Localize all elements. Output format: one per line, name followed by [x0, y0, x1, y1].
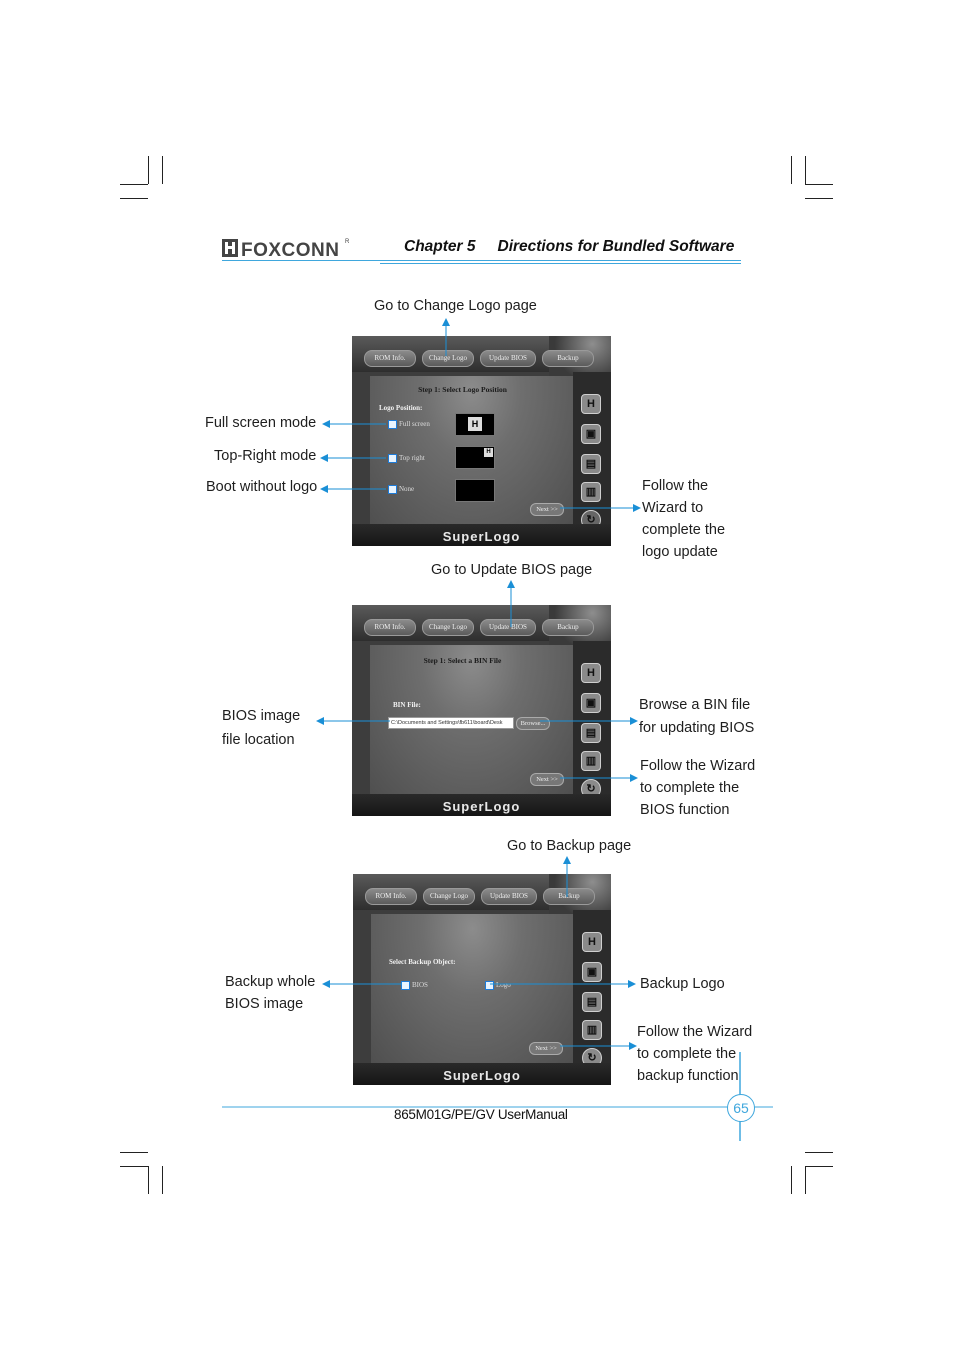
header-rule	[222, 260, 741, 261]
crop-mark	[791, 156, 792, 184]
crop-mark	[805, 1166, 806, 1194]
full-screen-preview: H	[455, 413, 495, 436]
top-right-preview: H	[455, 446, 495, 469]
screenshot-backup: ROM Info. Change Logo Update BIOS Backup…	[353, 874, 611, 1085]
superlogo-brand: SuperLogo	[443, 1068, 521, 1083]
foxconn-mark-icon: H	[468, 417, 482, 431]
crop-mark	[805, 1166, 833, 1167]
full-screen-radio[interactable]	[388, 420, 397, 429]
svg-text:FOXCONN: FOXCONN	[241, 240, 340, 260]
next-button[interactable]: Next >>	[529, 1042, 563, 1055]
callout-backup-logo: Backup Logo	[640, 976, 725, 992]
save-icon[interactable]: ▣	[581, 693, 601, 713]
top-right-option: Top right	[399, 454, 425, 462]
tab-update-bios[interactable]: Update BIOS	[480, 350, 536, 367]
superlogo-brand: SuperLogo	[442, 529, 521, 544]
callout-update-bios: Go to Update BIOS page	[431, 562, 593, 578]
crop-mark	[120, 1166, 148, 1167]
tab-rom-info[interactable]: ROM Info.	[364, 619, 416, 636]
callout-wizard-bios: Follow the Wizard to complete the BIOS f…	[640, 758, 756, 818]
crop-mark	[805, 1152, 833, 1153]
foxconn-home-icon[interactable]: H	[582, 932, 602, 952]
svg-text:R: R	[345, 239, 350, 245]
book-icon[interactable]: ▥	[581, 751, 601, 771]
callout-file-location: BIOS image file location	[222, 708, 301, 748]
callout-browse: Browse a BIN file for updating BIOS	[639, 697, 755, 736]
tab-backup[interactable]: Backup	[543, 888, 595, 905]
save-icon[interactable]: ▣	[581, 424, 601, 444]
crop-mark	[162, 1166, 163, 1194]
tab-change-logo[interactable]: Change Logo	[422, 619, 474, 636]
superlogo-brand: SuperLogo	[442, 799, 521, 814]
crop-mark	[148, 1166, 149, 1194]
save-icon[interactable]: ▣	[582, 962, 602, 982]
callout-wizard-backup: Follow the Wizard to complete the backup…	[637, 1024, 753, 1084]
tab-backup[interactable]: Backup	[542, 350, 594, 367]
bin-file-input[interactable]: C:\Documents and Settings\fb611\board\De…	[388, 717, 514, 729]
tab-update-bios[interactable]: Update BIOS	[480, 619, 536, 636]
foxconn-home-icon[interactable]: H	[581, 394, 601, 414]
screenshot-change-logo: ROM Info. Change Logo Update BIOS Backup…	[352, 336, 611, 546]
book-icon[interactable]: ▥	[582, 1020, 602, 1040]
callout-no-logo: Boot without logo	[206, 479, 318, 495]
logo-checkbox[interactable]	[485, 981, 494, 990]
next-button[interactable]: Next >>	[530, 773, 564, 786]
crop-mark	[805, 156, 806, 184]
tab-rom-info[interactable]: ROM Info.	[364, 350, 416, 367]
callout-change-logo: Go to Change Logo page	[374, 298, 537, 314]
no-logo-preview	[455, 479, 495, 502]
callout-whole-bios: Backup whole BIOS image	[225, 974, 316, 1012]
callout-full-screen: Full screen mode	[205, 415, 317, 431]
next-button[interactable]: Next >>	[530, 503, 564, 516]
crop-mark	[805, 184, 833, 185]
none-option: None	[399, 485, 415, 493]
step-title: Step 1: Select Logo Position	[418, 385, 507, 394]
top-right-radio[interactable]	[388, 454, 397, 463]
backup-object-label: Select Backup Object:	[389, 958, 456, 966]
full-screen-option: Full screen	[399, 420, 430, 428]
bin-file-label: BIN File:	[393, 701, 421, 709]
bios-checkbox[interactable]	[401, 981, 410, 990]
foxconn-home-icon[interactable]: H	[581, 663, 601, 683]
tab-update-bios[interactable]: Update BIOS	[481, 888, 537, 905]
logo-option: Logo	[496, 981, 511, 989]
tab-rom-info[interactable]: ROM Info.	[365, 888, 417, 905]
crop-mark	[120, 184, 148, 185]
tab-change-logo[interactable]: Change Logo	[422, 350, 474, 367]
crop-mark	[120, 1152, 148, 1153]
header-rule-2	[380, 263, 741, 264]
browse-button[interactable]: Browse...	[516, 717, 550, 730]
chapter-number: Chapter 5	[404, 238, 476, 255]
chapter-heading: Chapter 5 Directions for Bundled Software	[404, 238, 734, 256]
page-number: 65	[727, 1094, 755, 1122]
book-icon[interactable]: ▥	[581, 482, 601, 502]
picture-icon[interactable]: ▤	[581, 723, 601, 743]
chapter-title: Directions for Bundled Software	[497, 238, 735, 255]
crop-mark	[120, 198, 148, 199]
callout-wizard-logo: Follow the Wizard to complete the logo u…	[642, 478, 726, 560]
callout-backup: Go to Backup page	[507, 838, 632, 854]
crop-mark	[791, 1166, 792, 1194]
screenshot-update-bios: ROM Info. Change Logo Update BIOS Backup…	[352, 605, 611, 816]
foxconn-logo: FOXCONN R	[222, 239, 350, 260]
picture-icon[interactable]: ▤	[581, 454, 601, 474]
crop-mark	[805, 198, 833, 199]
step-title: Step 1: Select a BIN File	[423, 656, 502, 665]
picture-icon[interactable]: ▤	[582, 992, 602, 1012]
crop-mark	[162, 156, 163, 184]
none-radio[interactable]	[388, 485, 397, 494]
tab-change-logo[interactable]: Change Logo	[423, 888, 475, 905]
foxconn-mark-icon: H	[484, 448, 493, 457]
manual-title: 865M01G/PE/GV UserManual	[394, 1107, 568, 1122]
bios-option: BIOS	[412, 981, 428, 989]
tab-backup[interactable]: Backup	[542, 619, 594, 636]
callout-top-right: Top-Right mode	[214, 448, 317, 464]
logo-position-label: Logo Position:	[379, 404, 423, 412]
crop-mark	[148, 156, 149, 184]
